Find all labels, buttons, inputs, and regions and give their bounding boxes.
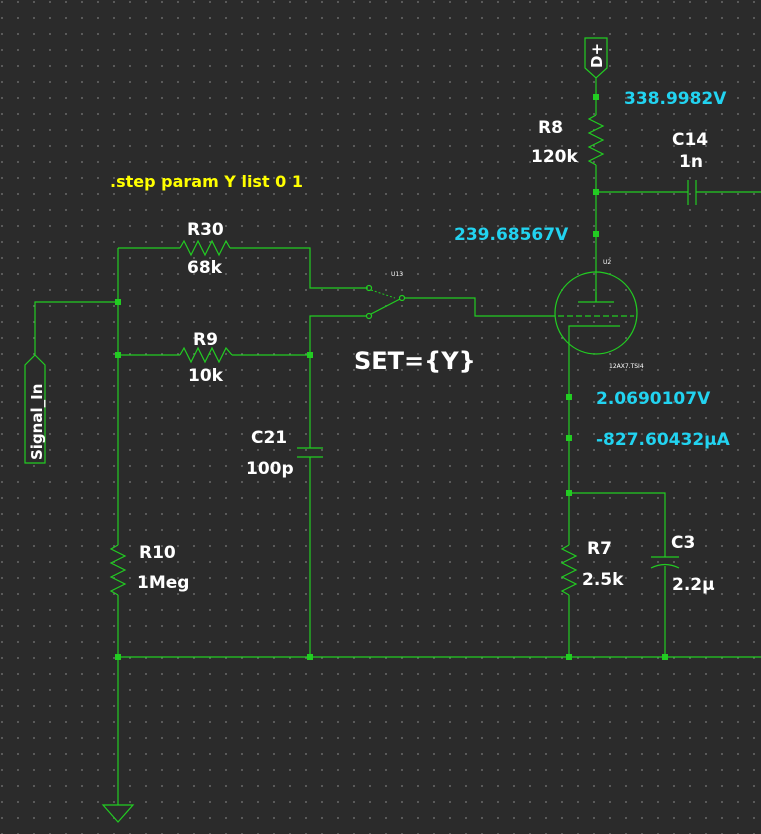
supply-voltage-readout: 338.9982V (624, 89, 727, 109)
r8-name: R8 (538, 118, 563, 138)
switch-set-label[interactable]: SET={Y} (354, 347, 476, 375)
wire-switch-to-grid[interactable] (404, 297, 555, 317)
r7-resistor-icon[interactable] (560, 544, 578, 596)
r30-value[interactable]: 68k (187, 258, 223, 278)
r30-name: R30 (187, 220, 224, 240)
r8-resistor-icon[interactable] (587, 114, 605, 166)
wire-c3-top[interactable] (569, 492, 666, 557)
supply-port[interactable]: D+ (584, 37, 608, 79)
r10-value[interactable]: 1Meg (137, 573, 189, 593)
r7-value[interactable]: 2.5k (582, 570, 624, 590)
wire-switch-lower[interactable] (309, 315, 368, 448)
u2-triode-tube-icon[interactable] (554, 271, 638, 355)
r10-resistor-icon[interactable] (109, 544, 127, 596)
r30-resistor-icon[interactable] (179, 239, 231, 257)
r8-value[interactable]: 120k (531, 147, 578, 167)
r7-name: R7 (587, 539, 612, 559)
step-directive[interactable]: .step param Y list 0 1 (110, 172, 303, 191)
ground-icon[interactable] (101, 804, 135, 823)
c14-value[interactable]: 1n (679, 152, 703, 172)
wire-signal-in[interactable] (34, 301, 118, 355)
u2-name: U2 (603, 259, 611, 266)
cathode-current-readout: -827.60432µA (596, 430, 731, 450)
wire-r30-right[interactable] (230, 247, 368, 289)
c3-capacitor-icon[interactable] (650, 556, 680, 569)
u2-model: 12AX7.TSI4 (609, 363, 644, 370)
u13-name: U13 (391, 271, 403, 278)
c3-value[interactable]: 2.2µ (672, 575, 715, 595)
c21-capacitor-icon[interactable] (297, 447, 323, 458)
supply-label: D+ (588, 43, 606, 68)
r9-value[interactable]: 10k (188, 366, 224, 386)
plate-voltage-readout: 239.68567V (454, 225, 569, 245)
cathode-voltage-readout: 2.0690107V (596, 389, 711, 409)
c14-capacitor-icon[interactable] (687, 180, 697, 205)
c21-value[interactable]: 100p (246, 459, 294, 479)
junctions (115, 94, 668, 660)
r10-name: R10 (139, 543, 176, 563)
c3-name: C3 (671, 533, 695, 553)
r9-resistor-icon[interactable] (179, 346, 233, 364)
c14-name: C14 (672, 130, 708, 150)
signal-in-label: Signal_In (28, 384, 46, 460)
u13-switch-icon[interactable] (365, 284, 406, 320)
c21-name: C21 (251, 428, 287, 448)
r9-name: R9 (193, 330, 218, 350)
signal-in-port[interactable]: Signal_In (24, 354, 46, 464)
